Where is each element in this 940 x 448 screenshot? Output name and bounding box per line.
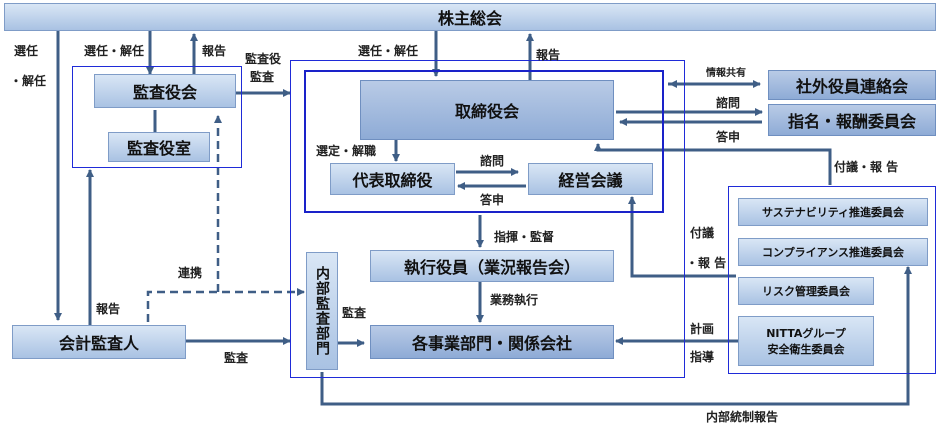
auditors-frame	[72, 66, 242, 168]
executive-frame	[290, 60, 685, 378]
label-auditors-audit-2: 監査	[250, 70, 275, 84]
nomination-compensation-committee: 指名・報酬委員会	[768, 104, 936, 136]
outside-officers-meeting: 社外役員連絡会	[768, 70, 936, 100]
label-elect-auditors: 選任・解任	[84, 44, 145, 58]
label-answer-mid: 答申	[480, 193, 505, 207]
label-report-auditors: 報告	[202, 44, 227, 58]
executive-officers: 執行役員（業況報告会）	[370, 250, 614, 282]
label-internal-control-report: 内部統制報告	[706, 410, 779, 424]
label-appoint-dismiss: 選定・解職	[316, 144, 377, 158]
representative-director: 代表取締役	[330, 163, 455, 195]
label-refer-2: ・報 告	[686, 256, 727, 270]
business-divisions: 各事業部門・関係会社	[370, 325, 614, 359]
label-audit-internal: 監査	[342, 306, 367, 320]
label-direct-supervise: 指揮・監督	[494, 230, 555, 244]
accounting-auditor: 会計監査人	[12, 325, 186, 359]
label-report-accounting: 報告	[96, 302, 121, 316]
label-audit-accounting: 監査	[224, 351, 249, 365]
label-auditors-audit-1: 監査役	[245, 52, 282, 66]
label-elect-left-1: 選任	[14, 44, 39, 58]
board-of-directors: 取締役会	[360, 80, 614, 140]
committees-frame	[728, 186, 936, 374]
safety-committee-line-2: 安全衛生委員会	[767, 343, 845, 356]
risk-management-committee: リスク管理委員会	[738, 277, 874, 305]
shareholders-meeting: 株主総会	[4, 3, 936, 31]
compliance-committee: コンプライアンス推進委員会	[738, 238, 928, 266]
label-elect-board: 選任・解任	[358, 44, 419, 58]
board-frame	[304, 70, 664, 213]
label-refer-report-top: 付議・報 告	[834, 160, 899, 174]
label-consult-top: 諮問	[716, 96, 741, 110]
label-answer-top: 答申	[716, 130, 741, 144]
label-guidance: 指導	[690, 350, 715, 364]
label-cooperation: 連携	[178, 266, 203, 280]
label-refer-1: 付議	[690, 226, 715, 240]
label-elect-left-2: ・解任	[10, 74, 47, 88]
internal-audit-department: 内部監査部門	[306, 252, 338, 370]
management-meeting: 経営会議	[528, 163, 653, 195]
label-info-share: 情報共有	[706, 68, 746, 79]
sustainability-committee: サステナビリティ推進委員会	[738, 198, 928, 226]
safety-committee-line-1: NITTAグループ	[766, 327, 846, 340]
label-consult-mid: 諮問	[480, 154, 505, 168]
label-report-board: 報告	[536, 48, 561, 62]
auditors-board: 監査役会	[94, 74, 236, 108]
auditors-office: 監査役室	[108, 132, 210, 162]
label-plan: 計画	[690, 322, 715, 336]
safety-health-committee: NITTAグループ 安全衛生委員会	[738, 316, 874, 366]
label-business-exec: 業務執行	[490, 293, 539, 307]
